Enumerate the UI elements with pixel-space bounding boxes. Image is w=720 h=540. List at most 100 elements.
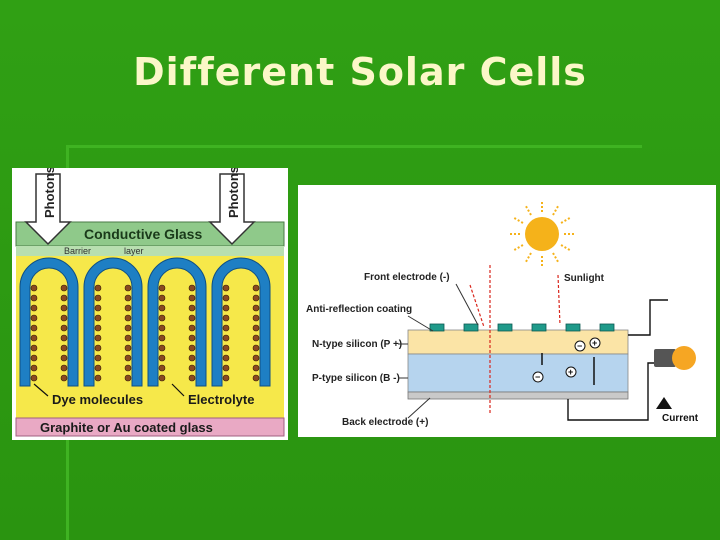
- current-label: Current: [662, 413, 699, 424]
- photon-arrow-right: [208, 173, 256, 246]
- electrode-pad: [497, 323, 513, 332]
- n-type-label: N-type silicon (P +): [312, 339, 402, 350]
- ray-2: [557, 274, 561, 326]
- dye-dot: [124, 364, 132, 372]
- tio2-finger: [19, 257, 79, 387]
- dye-dot: [222, 364, 230, 372]
- dye-dot: [30, 304, 38, 312]
- sun-ray: [552, 205, 559, 216]
- svg-text:−: −: [535, 372, 540, 382]
- tio2-finger: [83, 257, 143, 387]
- plus-charge-icon-2: [565, 366, 577, 378]
- dye-dot: [94, 364, 102, 372]
- dye-dot: [188, 304, 196, 312]
- dye-dot: [252, 364, 260, 372]
- dye-dot: [124, 304, 132, 312]
- decorative-line-horizontal: [66, 145, 642, 148]
- p-type-label: P-type silicon (B -): [312, 373, 400, 384]
- minus-charge-icon: [574, 340, 586, 352]
- light-bulb-icon: [654, 346, 696, 370]
- electrolyte-label: Electrolyte: [188, 392, 254, 407]
- dye-dot: [60, 284, 68, 292]
- dye-dot: [188, 314, 196, 322]
- dye-dot: [222, 284, 230, 292]
- electrolyte-pointer: [171, 383, 185, 397]
- barrier-label: Barrier: [64, 246, 91, 256]
- dye-dot: [60, 294, 68, 302]
- bottom-glass-label: Graphite or Au coated glass: [40, 420, 213, 435]
- dye-dot: [158, 304, 166, 312]
- dye-dot: [222, 344, 230, 352]
- dye-dot: [188, 334, 196, 342]
- sun-ray: [525, 252, 532, 263]
- dye-dot: [124, 354, 132, 362]
- electrode-pad: [599, 323, 615, 332]
- dye-dot: [94, 314, 102, 322]
- sun-ray: [560, 244, 571, 251]
- dye-dot: [30, 374, 38, 382]
- dye-dot: [252, 294, 260, 302]
- dye-molecules-label: Dye molecules: [52, 392, 143, 407]
- dye-dot: [188, 344, 196, 352]
- dye-dot: [252, 374, 260, 382]
- dye-dot: [60, 304, 68, 312]
- electrode-pad: [531, 323, 547, 332]
- dye-dot: [158, 344, 166, 352]
- dye-dot: [124, 344, 132, 352]
- dye-dot: [222, 294, 230, 302]
- tio2-finger: [147, 257, 207, 387]
- dye-dot: [60, 364, 68, 372]
- anti-reflection-pointer: [407, 315, 434, 332]
- p-type-layer: [407, 353, 629, 393]
- barrier-layer: [16, 246, 284, 256]
- dye-dot: [30, 284, 38, 292]
- photon-arrow-left: [24, 173, 72, 246]
- dye-dot: [158, 314, 166, 322]
- dye-dot: [30, 294, 38, 302]
- dye-dot: [252, 304, 260, 312]
- front-electrode-pointer: [455, 283, 479, 326]
- dye-dot: [252, 334, 260, 342]
- dye-dot: [222, 324, 230, 332]
- back-electrode-pointer: [407, 397, 431, 419]
- circuit-wire-top: [628, 299, 668, 336]
- sun-icon: [510, 202, 574, 266]
- electrode-pad: [463, 323, 479, 332]
- dye-dot: [124, 334, 132, 342]
- dye-dot: [188, 294, 196, 302]
- plus-charge-icon: [589, 337, 601, 349]
- dye-dot: [252, 314, 260, 322]
- electrode-pad: [565, 323, 581, 332]
- front-electrode-pads: [429, 323, 615, 332]
- dye-dot: [188, 284, 196, 292]
- electrolyte-label-bg: [184, 390, 280, 408]
- dye-dot: [94, 344, 102, 352]
- current-arrow-icon: [656, 397, 672, 409]
- dye-dot: [158, 324, 166, 332]
- dye-dot: [158, 334, 166, 342]
- svg-text:+: +: [568, 367, 573, 377]
- dye-dot: [94, 284, 102, 292]
- dye-dot: [124, 374, 132, 382]
- sun-ray: [513, 217, 524, 224]
- back-electrode-label: Back electrode (+): [342, 417, 428, 428]
- dye-dot: [188, 374, 196, 382]
- dye-dot: [94, 304, 102, 312]
- slide-title: Different Solar Cells: [133, 50, 587, 94]
- dye-dot: [158, 374, 166, 382]
- tio2-fingers: [19, 257, 271, 387]
- dye-dot: [30, 324, 38, 332]
- dye-dot: [94, 334, 102, 342]
- conductive-glass-label: Conductive Glass: [84, 226, 202, 242]
- dye-dot: [94, 374, 102, 382]
- dye-pointer: [33, 383, 49, 397]
- ray-3: [469, 284, 485, 328]
- dye-dot: [252, 354, 260, 362]
- dye-dot: [252, 324, 260, 332]
- svg-text:+: +: [592, 338, 597, 348]
- bottom-glass-layer: [15, 417, 285, 437]
- dye-dot: [222, 374, 230, 382]
- minus-charge-icon-2: [532, 371, 544, 383]
- dye-dot: [222, 304, 230, 312]
- dye-dot: [188, 324, 196, 332]
